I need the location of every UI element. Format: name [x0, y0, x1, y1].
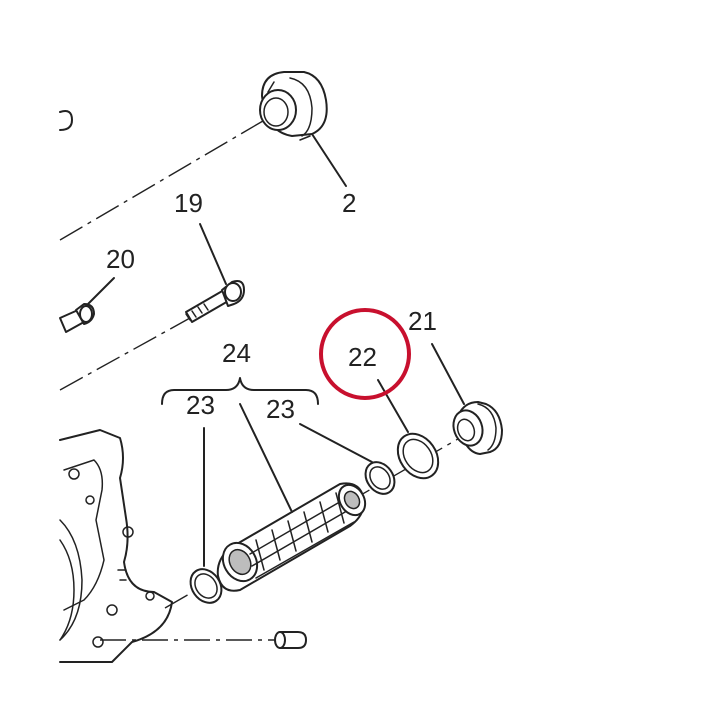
callout-23-lower: 23 [186, 390, 215, 420]
part-2-cap [259, 71, 328, 141]
leader-22 [377, 379, 409, 433]
callout-24: 24 [222, 338, 251, 368]
callout-19: 19 [174, 188, 203, 218]
callout-labels: 2 19 20 21 22 23 23 24 [106, 188, 437, 424]
leader-19 [199, 223, 227, 285]
leader-24 [239, 403, 293, 513]
callout-22: 22 [348, 342, 377, 372]
callout-23-upper: 23 [266, 394, 295, 424]
part-22-seal-ring [396, 432, 440, 480]
centerline-part-19 [59, 317, 191, 391]
clip-fragment-icon [59, 110, 73, 131]
centerline-part-2 [59, 117, 269, 241]
callout-2: 2 [342, 188, 356, 218]
highlight-circle [319, 308, 411, 400]
part-21-plug [452, 401, 503, 455]
part-23-oring-lower [189, 568, 223, 604]
leader-lines [87, 133, 465, 567]
dowel-pin [274, 631, 307, 649]
leader-20 [87, 277, 115, 305]
leader-23-upper [299, 423, 373, 463]
part-19-bolt [185, 280, 245, 323]
leader-21 [431, 343, 465, 405]
leader-2 [311, 133, 347, 187]
part-24-strainer [216, 482, 367, 592]
part-23-oring-upper [364, 461, 396, 495]
part-20-bolt [59, 303, 95, 333]
callout-21: 21 [408, 306, 437, 336]
callout-20: 20 [106, 244, 135, 274]
engine-casing [59, 429, 173, 663]
brace-24 [161, 377, 319, 405]
